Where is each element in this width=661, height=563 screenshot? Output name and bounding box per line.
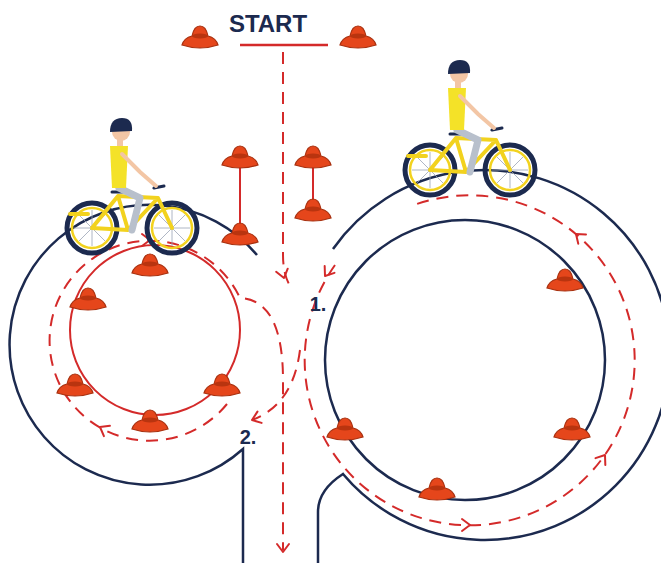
route-path bbox=[252, 350, 300, 420]
track-edge bbox=[10, 205, 257, 563]
route-arrow bbox=[320, 266, 334, 279]
route-arrow bbox=[595, 452, 609, 465]
route-path bbox=[50, 52, 635, 550]
route-arrow bbox=[97, 422, 110, 436]
cone-circle bbox=[70, 245, 240, 415]
cone bbox=[132, 254, 168, 276]
route-arrow bbox=[277, 544, 289, 552]
cone bbox=[554, 418, 590, 440]
cone bbox=[340, 26, 376, 48]
cone bbox=[222, 223, 258, 245]
route-arrows bbox=[97, 229, 610, 552]
route-path bbox=[305, 195, 635, 525]
cone bbox=[204, 374, 240, 396]
route-arrow bbox=[250, 412, 262, 426]
cone bbox=[419, 478, 455, 500]
cone bbox=[70, 288, 106, 310]
track-edge bbox=[325, 220, 605, 500]
cone bbox=[327, 418, 363, 440]
start-label: START bbox=[229, 10, 307, 38]
cone bbox=[57, 374, 93, 396]
cyclist bbox=[67, 118, 197, 253]
cone bbox=[295, 199, 331, 221]
route-path bbox=[50, 241, 283, 550]
cone bbox=[222, 146, 258, 168]
route-arrow bbox=[276, 269, 290, 280]
track-edge bbox=[318, 170, 661, 563]
route-arrow bbox=[462, 519, 470, 531]
cone bbox=[132, 410, 168, 432]
cone bbox=[295, 146, 331, 168]
callout-number: 1. bbox=[310, 293, 327, 316]
route-path bbox=[283, 52, 290, 286]
start-line bbox=[240, 44, 328, 47]
route-arrow bbox=[572, 229, 586, 243]
cone bbox=[547, 269, 583, 291]
callout-number: 2. bbox=[240, 426, 257, 449]
cyclist bbox=[405, 60, 535, 195]
cone bbox=[182, 26, 218, 48]
